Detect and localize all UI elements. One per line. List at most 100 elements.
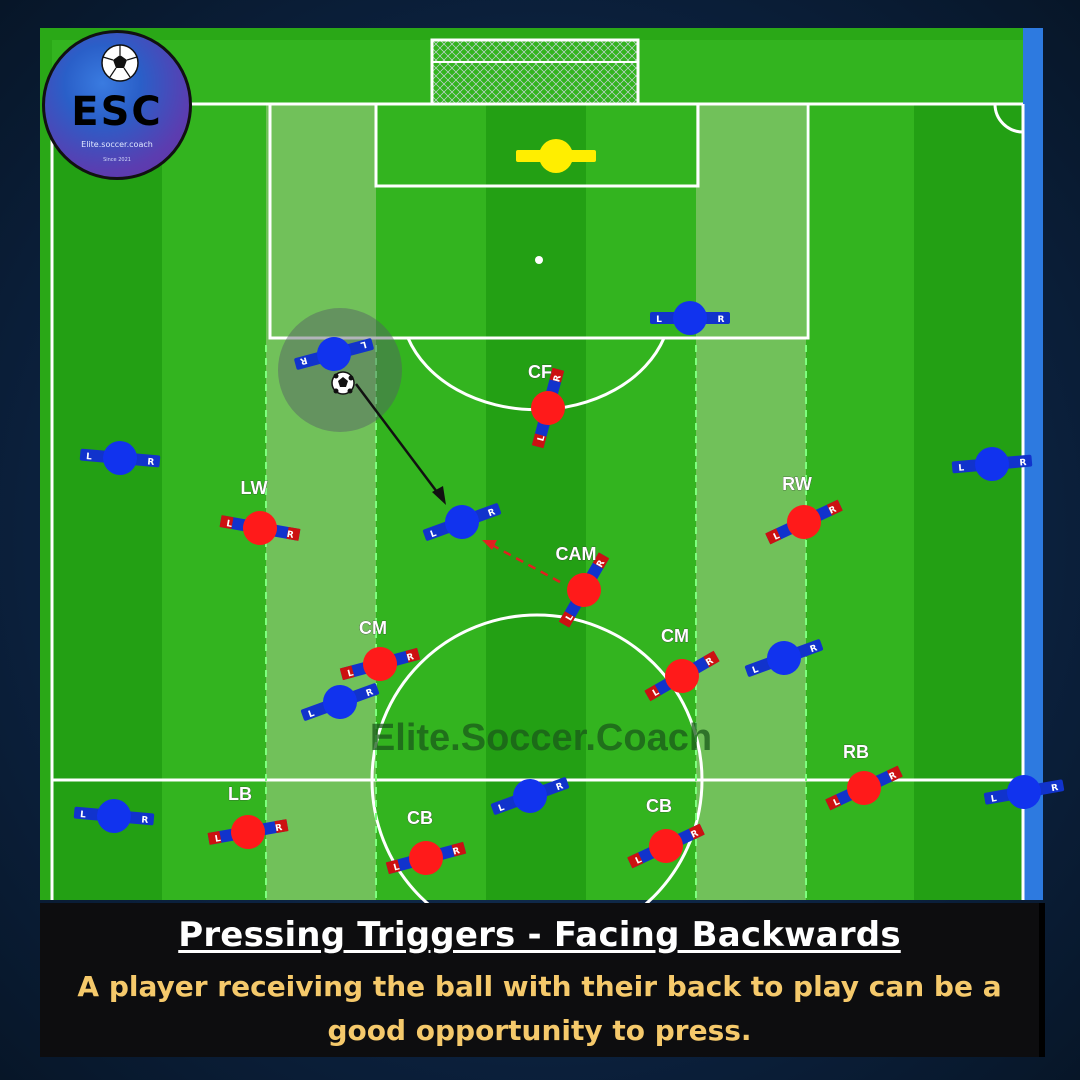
player-arm	[451, 841, 467, 857]
player-head	[539, 139, 573, 173]
player-head	[103, 441, 137, 475]
player-lb: LR	[207, 815, 289, 849]
band-letter: L	[214, 834, 222, 845]
player-label: CB	[407, 808, 433, 828]
player-cam: LR	[558, 552, 610, 628]
band-letter: R	[809, 643, 819, 655]
band-letter: R	[141, 815, 149, 826]
player-label: CF	[528, 362, 552, 382]
band-letter: R	[365, 687, 375, 699]
player-label: LB	[228, 784, 252, 804]
band-letter: R	[286, 530, 295, 541]
player-blue: LR	[744, 639, 824, 677]
pass-arrow	[355, 383, 446, 505]
band-letter: L	[772, 531, 782, 543]
player-blue: LR	[490, 777, 570, 815]
player-arm	[627, 852, 644, 869]
pitch-side-strip	[1023, 28, 1043, 900]
caption-body: A player receiving the ball with their b…	[77, 970, 1002, 1047]
player-head	[787, 505, 821, 539]
player-arm	[644, 684, 661, 702]
player-head	[409, 841, 443, 875]
player-head	[323, 685, 357, 719]
player-cb-right: LR	[627, 823, 705, 869]
player-head	[445, 505, 479, 539]
player-head	[513, 779, 547, 813]
player-head	[649, 829, 683, 863]
player-arm	[592, 552, 610, 569]
player-label: RW	[782, 474, 812, 494]
band-letter: R	[299, 354, 308, 365]
band-letter: L	[751, 665, 760, 676]
logo-since: Since 2021	[103, 157, 131, 163]
band-letter: R	[1019, 458, 1027, 469]
player-head	[1007, 775, 1041, 809]
player-arm	[825, 794, 842, 811]
corner-arc	[993, 103, 1024, 134]
player-arm	[531, 433, 547, 449]
band-letter: R	[406, 652, 415, 663]
logo-initials: ESC	[71, 89, 163, 135]
band-letter: R	[718, 315, 725, 325]
band-letter: L	[347, 668, 355, 679]
pitch-stripe	[52, 104, 162, 900]
band-letter: L	[990, 794, 998, 805]
pitch-stripe	[586, 104, 696, 900]
caption-title: Pressing Triggers - Facing Backwards	[178, 915, 901, 955]
player-label: CM	[359, 618, 387, 638]
player-arm	[765, 528, 782, 545]
band-letter: R	[275, 823, 284, 834]
player-head	[767, 641, 801, 675]
player-head	[243, 511, 277, 545]
players: LRCFLRLWLRRWLRCAMLRCMLRCMLRRBLRLBLRCBLRC…	[73, 139, 1065, 875]
player-arm	[219, 515, 234, 530]
band-letter: L	[429, 529, 438, 540]
logo-handle: Elite.soccer.coach	[81, 140, 153, 149]
player-rw: LR	[765, 499, 843, 545]
band-letter: L	[832, 797, 842, 809]
player-head	[317, 337, 351, 371]
player-arm	[339, 665, 355, 681]
pitch-stripe	[162, 104, 266, 900]
player-label: CB	[646, 796, 672, 816]
band-letter: L	[497, 803, 506, 814]
player-arm	[286, 526, 301, 541]
player-label: CM	[661, 626, 689, 646]
band-letter: R	[888, 771, 899, 783]
player-cf: LR	[531, 367, 565, 449]
player-rb: LR	[825, 765, 903, 811]
pitch-stripes	[52, 40, 1023, 900]
player-blue: LR	[983, 775, 1065, 809]
player-blue: LR	[73, 799, 155, 833]
band-letter: L	[359, 338, 367, 349]
band-letter: L	[651, 687, 661, 699]
player-head	[975, 447, 1009, 481]
logo: ESC Elite.soccer.coach Since 2021	[42, 30, 192, 180]
ball	[331, 371, 355, 395]
player-head	[567, 573, 601, 607]
watermark: Elite.Soccer.Coach	[370, 717, 712, 759]
player-arm	[274, 819, 289, 834]
player-head	[231, 815, 265, 849]
player-cb-left: LR	[385, 841, 467, 875]
band-letter: L	[80, 810, 87, 820]
band-letter: R	[704, 656, 715, 668]
band-letter: R	[595, 559, 607, 570]
pressing-zone	[278, 308, 402, 432]
pitch-stripe	[914, 104, 1023, 900]
player-head	[531, 391, 565, 425]
band-letter: R	[1051, 783, 1060, 794]
player-blue: LR	[300, 683, 380, 721]
band-letter: R	[552, 374, 563, 383]
band-letter: R	[828, 505, 839, 517]
goal	[430, 38, 640, 106]
pitch-stripe	[376, 104, 486, 900]
player-head	[673, 301, 707, 335]
band-letter: L	[656, 315, 662, 325]
player-cm-right: LR	[644, 650, 720, 702]
band-letter: L	[307, 709, 316, 720]
player-arm	[703, 650, 720, 668]
pitch-stripe	[486, 104, 586, 900]
